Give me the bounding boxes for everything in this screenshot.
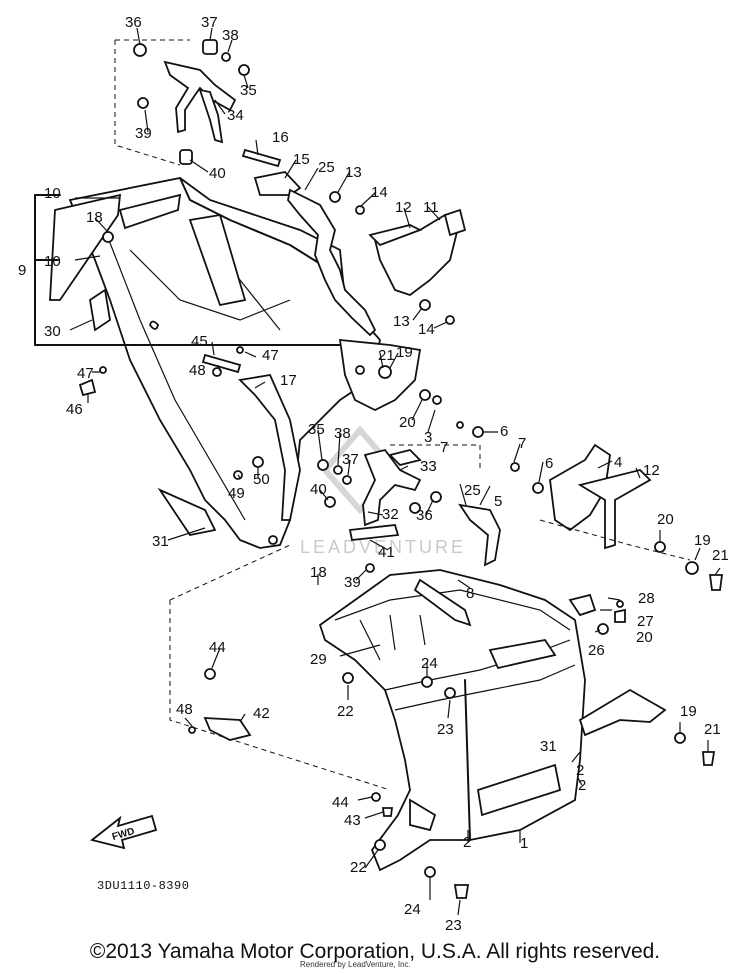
callout-44: 44: [332, 794, 349, 811]
callout-14: 14: [371, 184, 388, 201]
callout-41: 41: [378, 544, 395, 561]
callout-21: 21: [712, 547, 729, 564]
callout-14: 14: [418, 321, 435, 338]
callout-10: 10: [44, 185, 61, 202]
callout-44: 44: [209, 639, 226, 656]
callout-18: 18: [86, 209, 103, 226]
rendered-by-note: Rendered by LeadVenture, Inc.: [300, 960, 411, 969]
callout-39: 39: [344, 574, 361, 591]
callout-32: 32: [382, 506, 399, 523]
right-upper-parts: [329, 191, 724, 635]
callout-47: 47: [77, 365, 94, 382]
callout-2: 2: [576, 762, 584, 779]
callout-7: 7: [518, 435, 526, 452]
callout-6: 6: [500, 423, 508, 440]
callout-34: 34: [227, 107, 244, 124]
callout-40: 40: [310, 481, 327, 498]
callout-24: 24: [421, 655, 438, 672]
callout-12: 12: [643, 462, 660, 479]
callout-21: 21: [378, 347, 395, 364]
callout-18: 18: [310, 564, 327, 581]
callout-7: 7: [440, 439, 448, 456]
callout-49: 49: [228, 485, 245, 502]
callout-37: 37: [201, 14, 218, 31]
callout-38: 38: [222, 27, 239, 44]
callout-2: 2: [578, 777, 586, 794]
callout-47: 47: [262, 347, 279, 364]
callout-50: 50: [253, 471, 270, 488]
callout-5: 5: [494, 493, 502, 510]
callout-25: 25: [464, 482, 481, 499]
callout-31: 31: [152, 533, 169, 550]
callout-33: 33: [420, 458, 437, 475]
callout-13: 13: [393, 313, 410, 330]
callout-40: 40: [209, 165, 226, 182]
callout-43: 43: [344, 812, 361, 829]
callout-46: 46: [66, 401, 83, 418]
leader-lines: [69, 27, 721, 916]
callout-9: 9: [18, 262, 26, 279]
callout-12: 12: [395, 199, 412, 216]
callout-13: 13: [345, 164, 362, 181]
callout-27: 27: [637, 613, 654, 630]
callout-20: 20: [657, 511, 674, 528]
callout-20: 20: [399, 414, 416, 431]
callout-31: 31: [540, 738, 557, 755]
callout-3: 3: [424, 429, 432, 446]
callout-23: 23: [445, 917, 462, 934]
callout-48: 48: [176, 701, 193, 718]
callout-36: 36: [125, 14, 142, 31]
fwd-arrow: FWD: [89, 814, 158, 850]
callout-35: 35: [240, 82, 257, 99]
callout-42: 42: [253, 705, 270, 722]
callout-19: 19: [694, 532, 711, 549]
callout-24: 24: [404, 901, 421, 918]
callout-4: 4: [614, 454, 622, 471]
callout-2: 2: [463, 834, 471, 851]
callout-26: 26: [588, 642, 605, 659]
callout-19: 19: [680, 703, 697, 720]
callout-20: 20: [636, 629, 653, 646]
stay-bracket-group: [114, 39, 250, 166]
diagram-code: 3DU1110-8390: [97, 879, 189, 893]
left-lower-parts: [169, 544, 391, 791]
callout-25: 25: [318, 159, 335, 176]
callout-36: 36: [416, 507, 433, 524]
callouts: 1 2 2 2 3 4 5 6 6 7 7 8 9 10 10 11 12 12…: [18, 14, 729, 934]
callout-17: 17: [280, 372, 297, 389]
callout-6: 6: [545, 455, 553, 472]
callout-23: 23: [437, 721, 454, 738]
callout-45: 45: [191, 333, 208, 350]
callout-35: 35: [308, 421, 325, 438]
callout-38: 38: [334, 425, 351, 442]
callout-10: 10: [44, 253, 61, 270]
callout-22: 22: [337, 703, 354, 720]
callout-48: 48: [189, 362, 206, 379]
callout-11: 11: [423, 199, 439, 216]
cowling-stays: [78, 148, 377, 545]
callout-21: 21: [704, 721, 721, 738]
callout-1: 1: [520, 835, 528, 852]
callout-29: 29: [310, 651, 327, 668]
callout-19: 19: [396, 344, 413, 361]
lower-fairing: [318, 569, 716, 899]
callout-39: 39: [135, 125, 152, 142]
callout-28: 28: [638, 590, 655, 607]
callout-8: 8: [466, 585, 474, 602]
callout-30: 30: [44, 323, 61, 340]
center-bracket: [317, 444, 481, 573]
callout-37: 37: [342, 451, 359, 468]
callout-22: 22: [350, 859, 367, 876]
callout-16: 16: [272, 129, 289, 146]
copyright-notice: ©2013 Yamaha Motor Corporation, U.S.A. A…: [89, 940, 661, 963]
callout-15: 15: [293, 151, 310, 168]
